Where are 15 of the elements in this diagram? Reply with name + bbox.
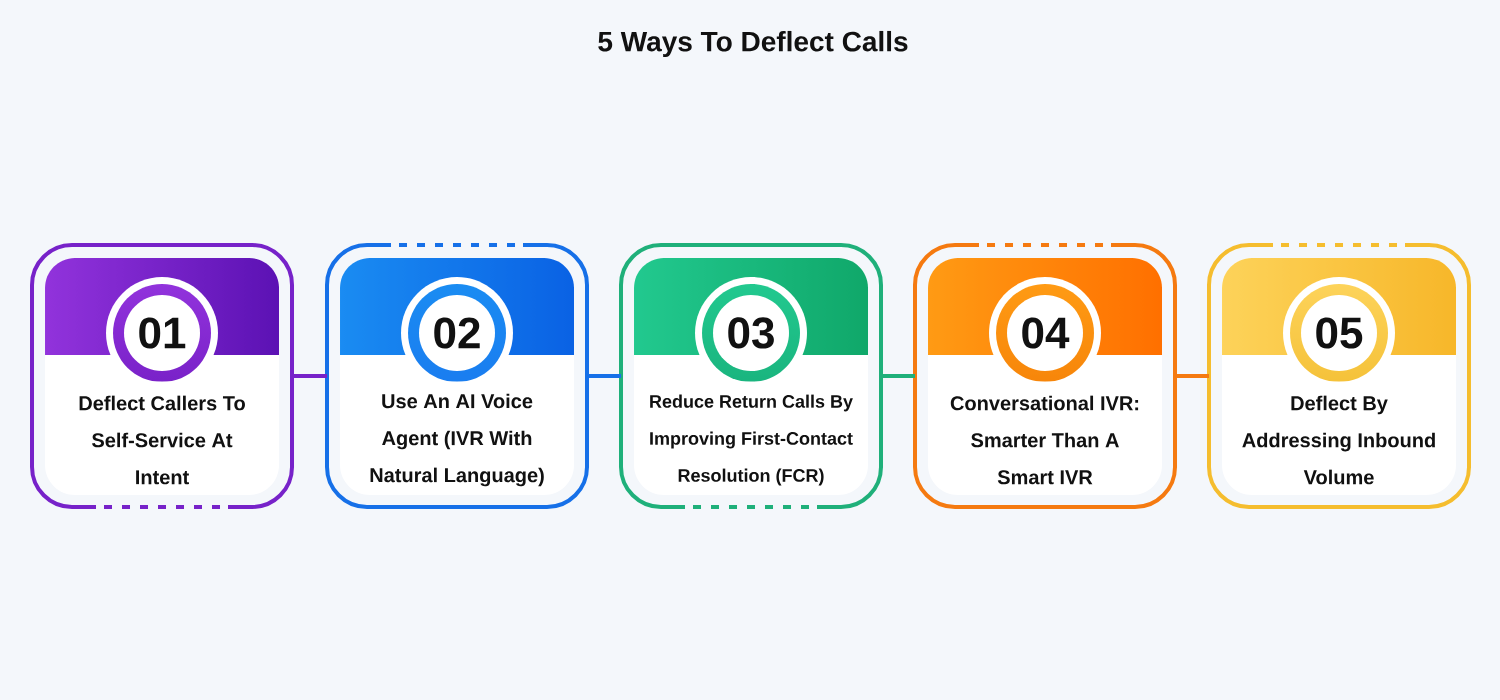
node-label: 01: [139, 317, 186, 349]
connector: [292, 374, 327, 378]
number-badge: 05: [1283, 277, 1395, 389]
connector: [587, 374, 621, 378]
connector: [881, 374, 915, 378]
node-label: 03: [728, 317, 774, 349]
connector: [1175, 374, 1209, 378]
number-badge: 03: [695, 277, 807, 389]
number-badge: 02: [401, 277, 513, 389]
title: 5 Ways To Deflect Calls: [598, 30, 908, 58]
number-badge: 04: [989, 277, 1101, 389]
node-label: 02: [434, 317, 480, 349]
node-label: 04: [1022, 317, 1070, 349]
number-badge: 01: [106, 277, 218, 389]
node-label: 05: [1316, 317, 1363, 349]
